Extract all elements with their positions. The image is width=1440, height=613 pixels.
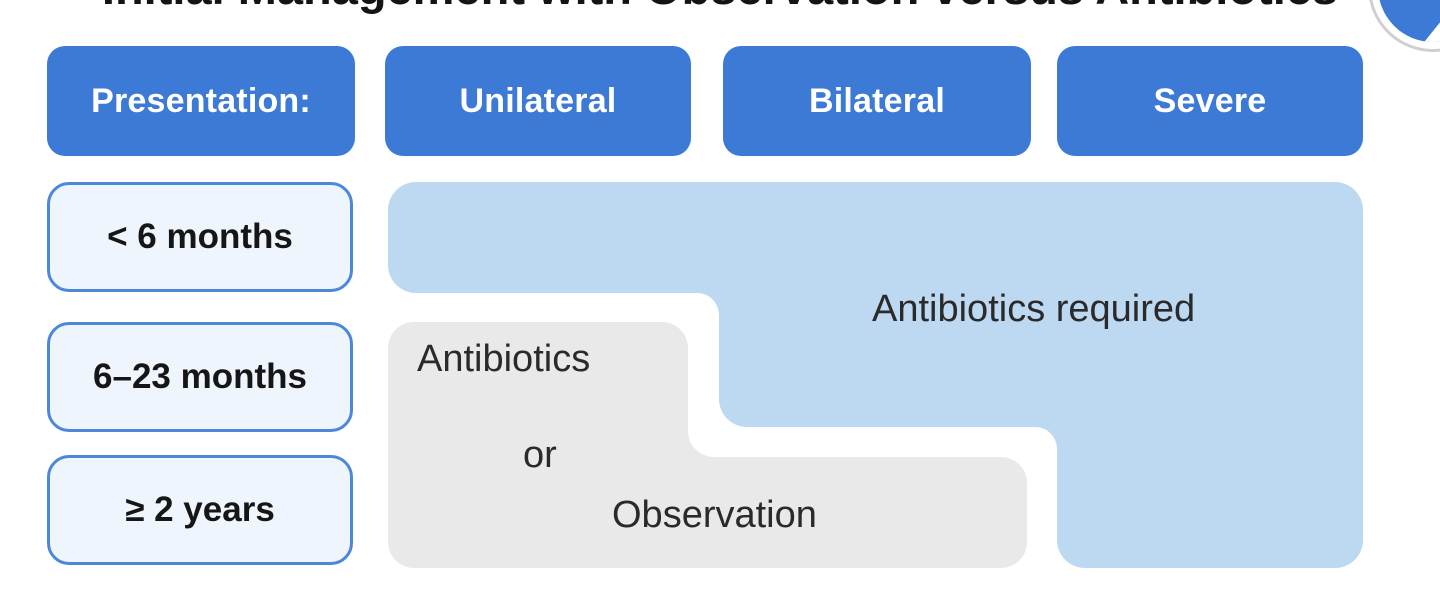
column-header-label: Severe [1153, 81, 1267, 120]
age-row-6-to-23-months: 6–23 months [47, 322, 353, 432]
age-row-label: ≥ 2 years [125, 490, 275, 529]
column-header-unilateral: Unilateral [385, 46, 691, 156]
age-row-label: < 6 months [107, 217, 293, 256]
column-header-label: Unilateral [459, 81, 617, 120]
column-header-label: Bilateral [809, 81, 945, 120]
antibiotics-required-region [388, 182, 1363, 568]
or-label: or [523, 434, 557, 476]
presentation-label-pill: Presentation: [47, 46, 355, 156]
brand-badge[interactable] [1368, 0, 1440, 52]
age-row-2-years-and-up: ≥ 2 years [47, 455, 353, 565]
observation-label: Observation [612, 494, 817, 536]
antibiotics-or-observation-region [388, 322, 1027, 568]
antibiotics-required-label: Antibiotics required [872, 288, 1196, 330]
column-header-bilateral: Bilateral [723, 46, 1031, 156]
age-row-under-6-months: < 6 months [47, 182, 353, 292]
antibiotics-label: Antibiotics [417, 338, 591, 380]
figure-title: Initial Management with Observation vers… [0, 0, 1440, 11]
presentation-label: Presentation: [91, 81, 311, 120]
age-row-label: 6–23 months [93, 357, 307, 396]
column-header-severe: Severe [1057, 46, 1363, 156]
